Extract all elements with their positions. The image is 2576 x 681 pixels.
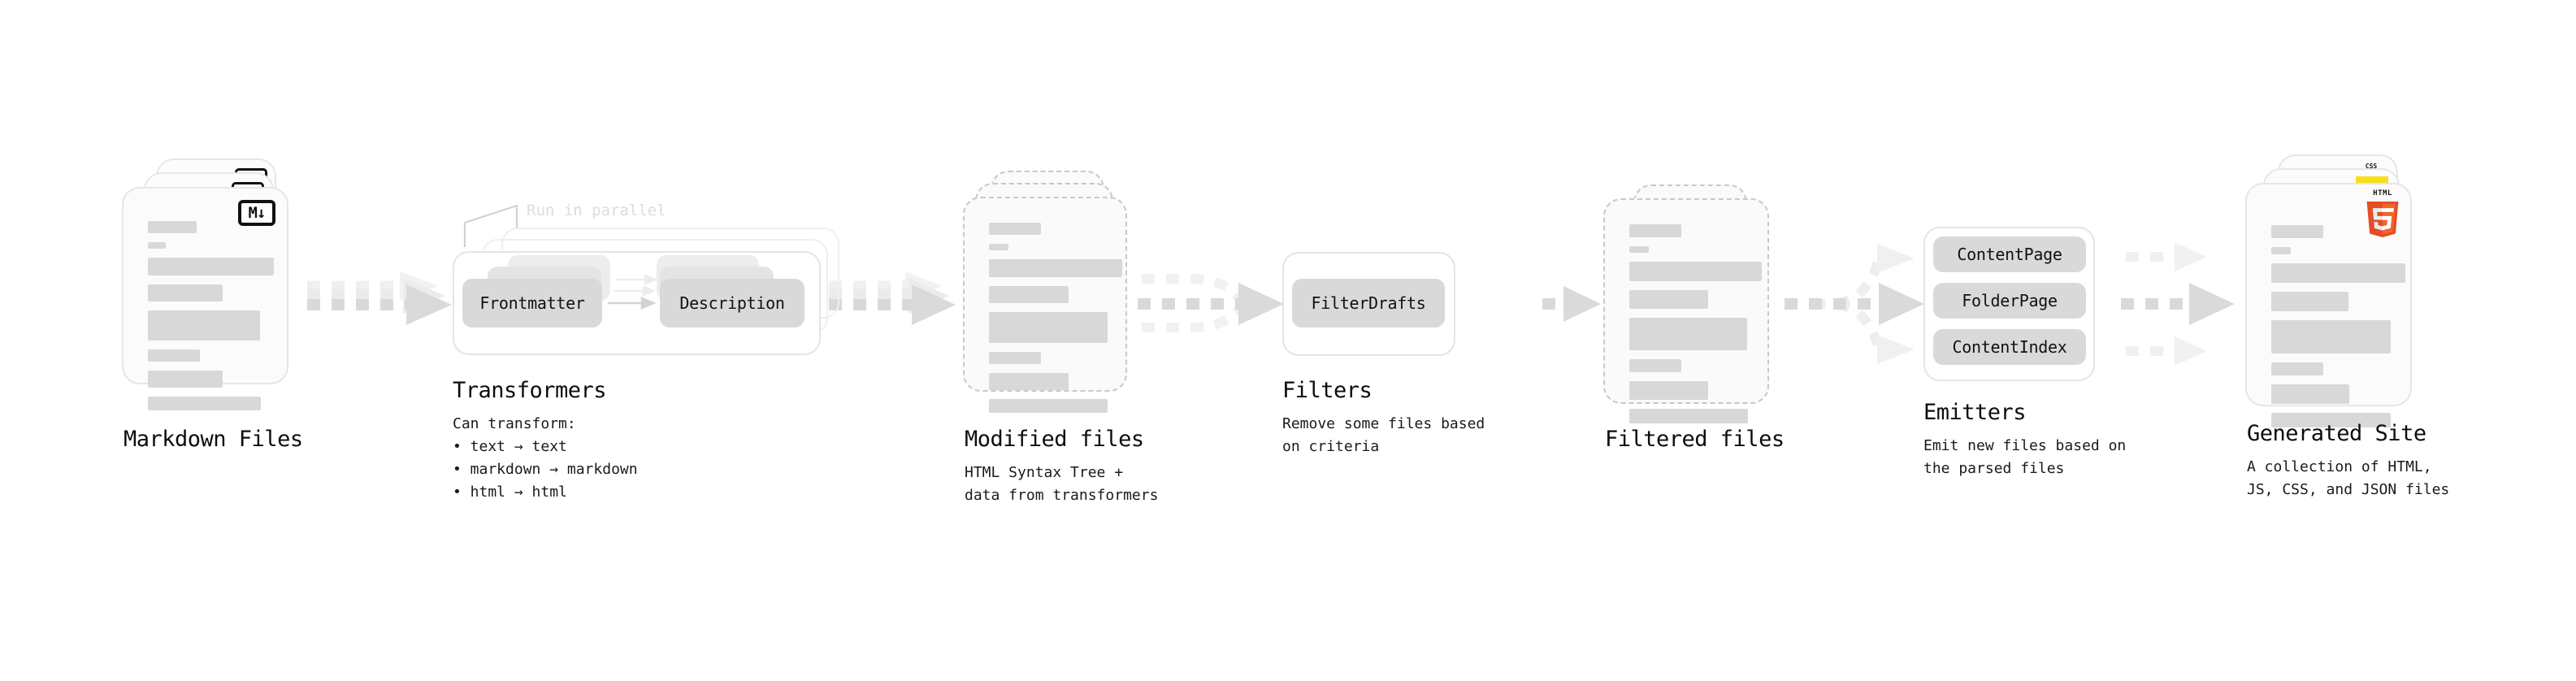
- modified-files-subtitle: HTML Syntax Tree + data from transformer…: [965, 464, 1159, 504]
- doc-line: [148, 397, 261, 410]
- doc-line: [148, 310, 260, 340]
- doc-line: [989, 352, 1041, 364]
- doc-line: [2271, 362, 2323, 375]
- html5-badge-caption: HTML: [2373, 189, 2392, 197]
- emitter-chip-folderpage-label: FolderPage: [1962, 291, 2058, 310]
- doc-line: [2271, 292, 2348, 311]
- connector-transformers-to-modified: [829, 271, 956, 325]
- run-in-parallel-label: Run in parallel: [527, 202, 666, 219]
- transformer-chip-description[interactable]: Description: [660, 279, 804, 327]
- md-badge-arrow: ↓: [257, 203, 266, 222]
- transformer-chip-description-label: Description: [679, 293, 785, 313]
- transformer-chip-frontmatter-label: Frontmatter: [479, 293, 585, 313]
- connector-filtered-to-emitters: [1785, 244, 1924, 364]
- filtered-files-title: Filtered files: [1605, 427, 1785, 452]
- doc-line: [2271, 384, 2349, 404]
- emitters-subtitle: Emit new files based on the parsed files: [1923, 437, 2127, 477]
- doc-line: [1629, 246, 1649, 253]
- html5-shield-icon: [2366, 202, 2399, 237]
- emitter-chip-contentindex[interactable]: ContentIndex: [1933, 329, 2086, 365]
- doc-line: [989, 312, 1108, 343]
- doc-line: [148, 258, 274, 275]
- markdown-files-title: Markdown Files: [124, 427, 303, 452]
- doc-line: [2271, 320, 2391, 354]
- emitter-chip-contentpage-label: ContentPage: [1957, 245, 2062, 264]
- modified-files-title: Modified files: [965, 427, 1144, 452]
- doc-line: [2271, 263, 2405, 283]
- doc-line: [989, 259, 1122, 277]
- emitter-chip-folderpage[interactable]: FolderPage: [1933, 283, 2086, 319]
- transformers-title: Transformers: [453, 378, 607, 403]
- filter-chip-filterdrafts[interactable]: FilterDrafts: [1292, 279, 1445, 327]
- filters-subtitle: Remove some files based on criteria: [1282, 415, 1485, 455]
- generated-site-subtitle: A collection of HTML, JS, CSS, and JSON …: [2247, 458, 2450, 498]
- connector-filters-to-filtered: [1542, 286, 1601, 322]
- doc-line: [148, 242, 166, 249]
- emitter-chip-contentpage[interactable]: ContentPage: [1933, 236, 2086, 272]
- doc-line: [2271, 225, 2323, 238]
- filter-chip-filterdrafts-label: FilterDrafts: [1311, 293, 1426, 313]
- emitter-chip-contentindex-label: ContentIndex: [1952, 337, 2067, 357]
- markdown-card-front: M↓: [122, 187, 288, 410]
- doc-line: [1629, 224, 1681, 237]
- connector-emitters-to-site: [2121, 242, 2235, 366]
- doc-line: [989, 286, 1069, 303]
- html5-badge-wrap: HTML: [2365, 189, 2400, 241]
- connector-modified-to-filters: [1138, 274, 1284, 332]
- doc-line: [148, 349, 200, 362]
- transformers-subtitle: Can transform: • text → text • markdown …: [453, 415, 638, 501]
- doc-line: [989, 223, 1041, 235]
- modified-doc-body: [989, 223, 1122, 422]
- filtered-card-front: [1603, 198, 1769, 423]
- emitters-title: Emitters: [1923, 400, 2027, 425]
- doc-line: [1629, 290, 1708, 309]
- html5-badge: HTML: [2365, 189, 2400, 241]
- doc-line: [1629, 409, 1748, 423]
- doc-line: [1629, 262, 1762, 281]
- filters-title: Filters: [1282, 378, 1373, 403]
- doc-line: [1629, 359, 1681, 372]
- modified-card-front: [963, 197, 1127, 413]
- doc-line: [989, 244, 1008, 250]
- doc-line: [1629, 381, 1708, 400]
- filtered-doc-body: [1629, 224, 1762, 432]
- connector-md-to-transformers: [307, 271, 452, 325]
- md-badge-letter: M: [248, 203, 258, 222]
- doc-line: [989, 373, 1069, 390]
- doc-line: [989, 399, 1108, 413]
- generated-site-title: Generated Site: [2247, 421, 2426, 446]
- markdown-doc-body: [148, 221, 274, 419]
- doc-line: [148, 221, 197, 233]
- doc-line: [2271, 413, 2391, 427]
- markdown-badge-front: M↓: [238, 200, 275, 226]
- doc-line: [1629, 318, 1747, 350]
- css-badge-label: CSS: [2365, 163, 2378, 170]
- doc-line: [148, 284, 223, 301]
- site-card-front: HTML: [2245, 183, 2412, 427]
- site-doc-body: [2271, 225, 2405, 436]
- doc-line: [2271, 247, 2291, 254]
- doc-line: [148, 371, 223, 388]
- transformer-chip-frontmatter[interactable]: Frontmatter: [462, 279, 602, 327]
